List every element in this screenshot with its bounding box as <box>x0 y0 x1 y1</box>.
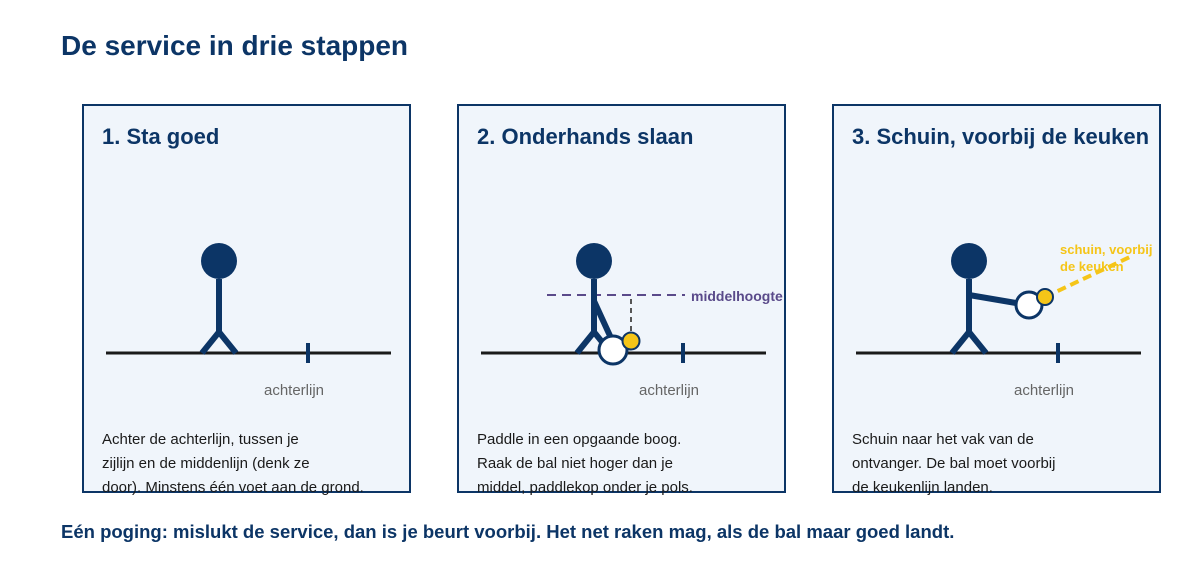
figure-head <box>201 243 237 279</box>
step-1-heading: 1. Sta goed <box>102 124 220 149</box>
step-panel-2: 2. Onderhands slaan middelhoogte achterl… <box>457 104 786 496</box>
step-3-illustration: schuin, voorbij de keuken achterlijn <box>856 242 1152 399</box>
waist-height-label: middelhoogte <box>691 288 783 304</box>
step-1-description: Achter de achterlijn, tussen je zijlijn … <box>102 431 364 496</box>
stick-figure <box>949 243 1017 355</box>
step-1-illustration: achterlijn <box>106 243 391 399</box>
baseline-label: achterlijn <box>264 382 324 399</box>
figure-arm <box>968 292 1017 306</box>
baseline-label: achterlijn <box>1014 382 1074 399</box>
step-2-illustration: middelhoogte achterlijn <box>481 243 783 399</box>
step-3-heading: 3. Schuin, voorbij de keuken <box>852 124 1150 149</box>
ball <box>1036 288 1054 306</box>
direction-label-line-1: schuin, voorbij <box>1060 242 1152 257</box>
paddle-head <box>597 334 629 366</box>
step-panel-1: 1. Sta goed achterlijn Achter de achterl… <box>82 104 411 496</box>
ball <box>621 331 641 351</box>
figure-legs <box>949 327 989 355</box>
figure-head <box>576 243 612 279</box>
step-3-description: Schuin naar het vak van de ontvanger. De… <box>852 431 1056 496</box>
baseline-label: achterlijn <box>639 382 699 399</box>
ball-trajectory <box>1044 254 1133 299</box>
step-2-description: Paddle in een opgaande boog. Raak de bal… <box>477 431 693 496</box>
stick-figure <box>199 243 239 355</box>
page-title: De service in drie stappen <box>61 30 409 61</box>
step-panel-3: 3. Schuin, voorbij de keuken schuin, voo… <box>832 104 1161 496</box>
figure-legs <box>199 327 239 355</box>
direction-label-line-2: de keuken <box>1060 259 1124 274</box>
figure-head <box>951 243 987 279</box>
step-2-heading: 2. Onderhands slaan <box>477 124 694 149</box>
figure-arm <box>591 299 614 340</box>
rule-footer: Eén poging: mislukt de service, dan is j… <box>61 521 955 542</box>
